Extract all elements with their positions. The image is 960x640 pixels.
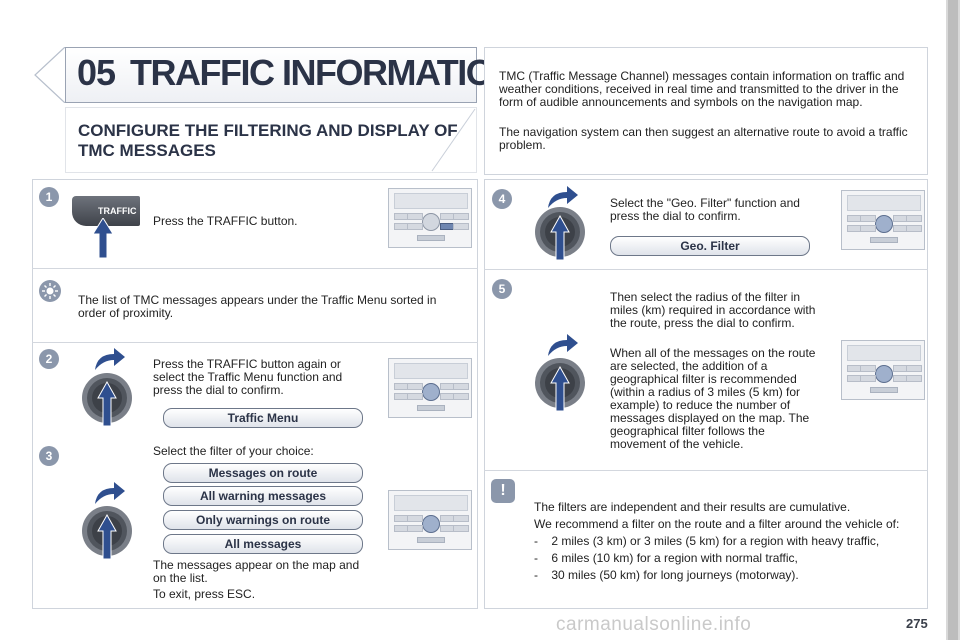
arrow-pointer-icon [92,218,114,259]
curved-arrow-icon [95,482,125,504]
dial-icon [82,506,132,560]
step-2-badge: 2 [39,349,59,369]
warning-bullet: - 6 miles (10 km) for a region with norm… [534,551,798,565]
filter-option-all-messages[interactable]: All messages [163,534,363,554]
radio-faceplate-icon [841,340,925,400]
warning-paragraph-1: The filters are independent and their re… [534,500,851,514]
chapter-title: TRAFFIC INFORMATION [130,52,518,93]
step-5-text-1: Then select the radius of the filter in … [610,290,816,330]
intro-paragraph-2: The navigation system can then suggest a… [499,125,908,152]
step-4-badge: 4 [492,189,512,209]
header-slant-decoration [34,47,66,103]
curved-arrow-icon [95,348,125,370]
step-3-badge: 3 [39,446,59,466]
traffic-menu-option[interactable]: Traffic Menu [163,408,363,428]
page-number: 275 [906,616,928,631]
dial-icon [82,373,132,427]
filter-option-all-warning-messages[interactable]: All warning messages [163,486,363,506]
step-3-result-text: The messages appear on the map and on th… [153,558,360,585]
step-1-badge: 1 [39,187,59,207]
tip-text: The list of TMC messages appears under t… [78,293,437,320]
watermark: carmanualsonline.info [556,614,752,635]
step-1-text: Press the TRAFFIC button. [153,214,298,228]
warning-bullet: - 30 miles (50 km) for long journeys (mo… [534,568,799,582]
curved-arrow-icon [548,334,578,356]
dial-icon [535,207,585,261]
step-3-text: Select the filter of your choice: [153,444,314,458]
step-4-text: Select the "Geo. Filter" function and pr… [610,196,800,223]
section-slant-decoration [431,108,476,172]
traffic-button-label: TRAFFIC [98,206,137,216]
warning-paragraph-2: We recommend a filter on the route and a… [534,517,900,531]
intro-panel [484,47,928,175]
geo-filter-option[interactable]: Geo. Filter [610,236,810,256]
dial-icon [535,358,585,412]
step-5-badge: 5 [492,279,512,299]
sun-icon [39,280,61,302]
step-5-text-2: When all of the messages on the route ar… [610,346,816,451]
intro-paragraph-1: TMC (Traffic Message Channel) messages c… [499,69,905,109]
page-edge-strip [946,0,960,640]
radio-faceplate-icon [841,190,925,250]
warning-bullet: - 2 miles (3 km) or 3 miles (5 km) for a… [534,534,880,548]
radio-faceplate-icon [388,188,472,248]
section-title-panel [65,107,477,173]
step-3-exit-text: To exit, press ESC. [153,587,256,601]
radio-faceplate-icon [388,358,472,418]
exclamation-icon: ! [491,479,515,503]
section-title: CONFIGURE THE FILTERING AND DISPLAY OF T… [78,121,458,160]
chapter-number: 05 [77,52,116,93]
filter-option-messages-on-route[interactable]: Messages on route [163,463,363,483]
curved-arrow-icon [548,186,578,208]
step-2-text: Press the TRAFFIC button again or select… [153,357,343,397]
chapter-header [65,47,477,103]
radio-faceplate-icon [388,490,472,550]
traffic-button-illustration: TRAFFIC [72,196,140,226]
filter-option-only-warnings-on-route[interactable]: Only warnings on route [163,510,363,530]
